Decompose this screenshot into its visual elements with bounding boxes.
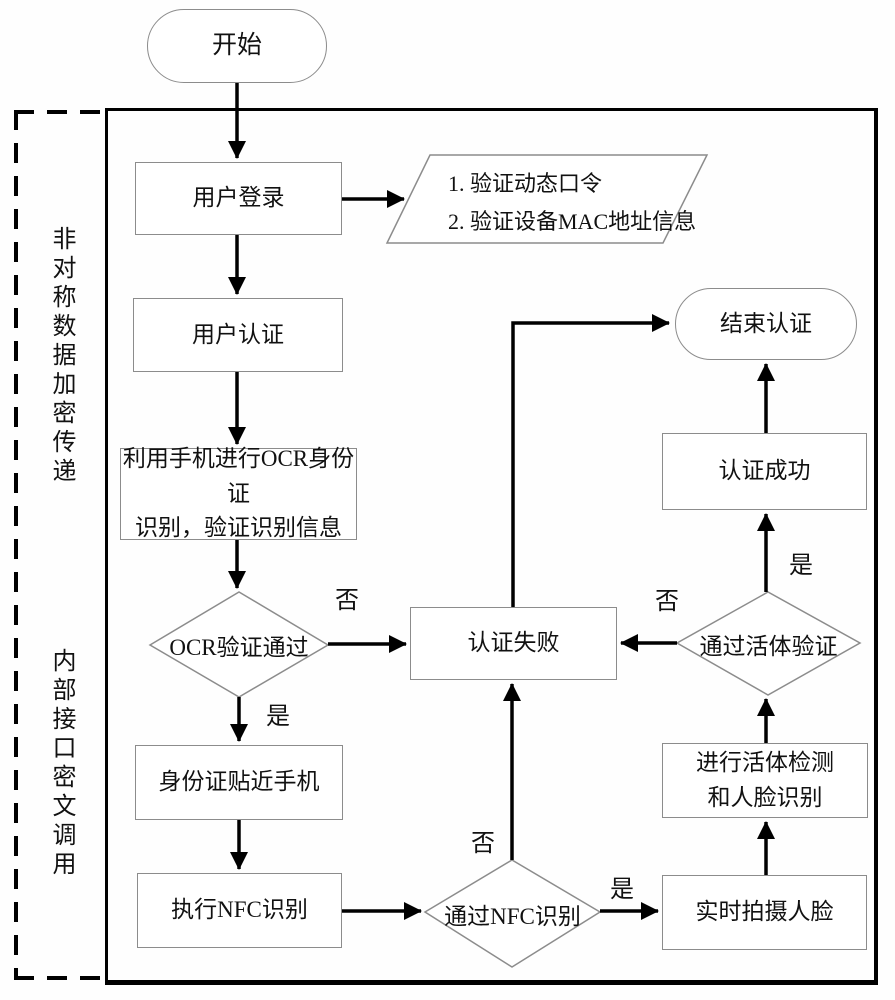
outer-frame xyxy=(105,108,878,985)
end-terminator: 结束认证 xyxy=(675,288,857,360)
edge-label-nfc-no: 否 xyxy=(471,830,495,857)
decision-liveness-label: 通过活体验证 xyxy=(699,633,838,659)
note-line-2: 2. 验证设备MAC地址信息 xyxy=(448,209,697,234)
node-face-capture: 实时拍摄人脸 xyxy=(662,875,867,950)
edge-label-nfc-yes: 是 xyxy=(610,876,634,903)
node-user-login: 用户登录 xyxy=(135,162,342,235)
side-label-internal-interface: 内部接口密文调用 xyxy=(48,648,74,880)
node-user-auth: 用户认证 xyxy=(133,298,343,372)
start-terminator: 开始 xyxy=(147,9,327,83)
flow-arrows xyxy=(228,82,775,920)
edge-label-ocr-no: 否 xyxy=(335,587,359,614)
decision-nfc-label: 通过NFC识别 xyxy=(444,903,581,929)
edge-label-ocr-yes: 是 xyxy=(266,703,290,730)
decision-liveness-shape xyxy=(675,591,862,696)
node-nfc-exec: 执行NFC识别 xyxy=(137,873,342,948)
edge-label-liveness-yes: 是 xyxy=(789,552,813,579)
node-id-near-phone: 身份证贴近手机 xyxy=(135,745,343,820)
dashed-boundary xyxy=(14,110,104,980)
edge-label-liveness-no: 否 xyxy=(655,588,679,615)
note-parallelogram-shape xyxy=(385,154,709,244)
side-label-asymmetric-encryption: 非对称数据加密传递 xyxy=(48,226,74,487)
node-ocr-recognition: 利用手机进行OCR身份证 识别，验证识别信息 xyxy=(120,446,357,540)
note-line-1: 1. 验证动态口令 xyxy=(448,171,603,196)
node-auth-success: 认证成功 xyxy=(662,433,867,510)
node-liveness-detection: 进行活体检测 和人脸识别 xyxy=(662,743,868,818)
decision-ocr-label: OCR验证通过 xyxy=(169,634,309,660)
node-auth-fail: 认证失败 xyxy=(410,607,617,680)
